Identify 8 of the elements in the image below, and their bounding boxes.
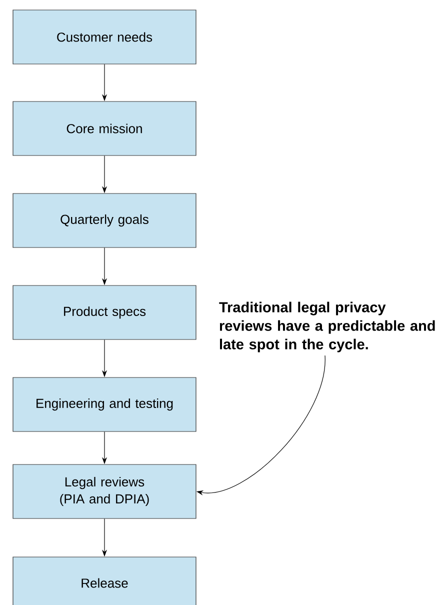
process-box: Quarterly goals: [12, 193, 196, 248]
process-box: Legal reviews (PIA and DPIA): [12, 464, 196, 519]
process-box: Customer needs: [12, 10, 196, 64]
process-box: Release: [12, 556, 196, 605]
process-box: Product specs: [12, 285, 196, 340]
process-box: Engineering and testing: [12, 377, 196, 432]
process-box: Core mission: [12, 101, 196, 156]
callout-text: Traditional legal privacy reviews have a predictable and late spot in the cycle.: [219, 302, 435, 352]
